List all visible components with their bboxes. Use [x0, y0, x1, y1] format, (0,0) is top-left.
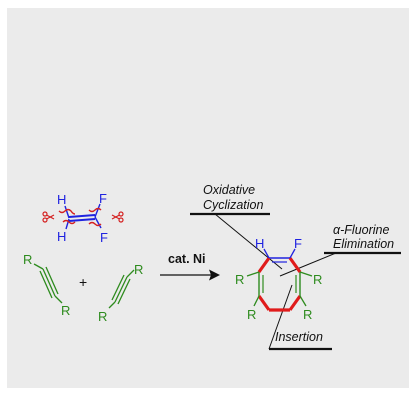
alkene-bond-f-top: [94, 203, 101, 218]
scheme-panel: H H F F + R R: [7, 8, 409, 388]
new-bond-bottom-left: [257, 295, 271, 311]
atom-f-bottom: F: [100, 230, 108, 245]
new-bond-top-right: [288, 257, 302, 273]
alkyne-right: [108, 269, 135, 309]
sub-bond-r-bottom-right: [299, 295, 307, 307]
alkyne-left-r-top: R: [23, 252, 32, 267]
new-bond-bottom-right: [288, 295, 302, 311]
label-insertion: Insertion: [275, 330, 323, 344]
scissors-icon: [42, 211, 55, 223]
reaction-scheme: H H F F + R R: [23, 183, 401, 351]
label-elimination: Elimination: [333, 237, 394, 251]
alkene-bond-f-bottom: [94, 216, 102, 229]
alkyne-right-r-top: R: [134, 262, 143, 277]
plus-sign: +: [79, 274, 87, 290]
product-atom-f: F: [294, 236, 302, 251]
difluoroethylene: H H F F: [42, 191, 124, 245]
annotation-leaders: [190, 212, 401, 351]
product-ring: H F R R R R: [235, 236, 322, 322]
sub-bond-h: [263, 248, 270, 259]
alkyne-left: [33, 263, 63, 304]
label-cyclization: Cyclization: [203, 198, 263, 212]
arrow-head-icon: [209, 269, 220, 281]
alkyne-right-r-bottom: R: [98, 309, 107, 324]
new-bond-top-left: [257, 257, 271, 273]
alkene-double-bond-2: [68, 218, 96, 222]
oxidative-leader: [214, 213, 283, 270]
scissors-icon: [111, 211, 124, 223]
product-r-right: R: [313, 272, 322, 287]
product-r-bottom-right: R: [303, 307, 312, 322]
sub-bond-f: [289, 248, 296, 259]
alkyne-right-sub-bottom: [108, 301, 116, 309]
alkyne-right-triple-3: [111, 274, 125, 301]
alkyne-left-triple-2: [45, 266, 59, 295]
product-atom-h: H: [255, 236, 264, 251]
alkyne-left-sub-top: [33, 263, 44, 270]
product-r-left: R: [235, 272, 244, 287]
alkene-bond-h-top: [64, 205, 70, 219]
alkyne-left-r-bottom: R: [61, 303, 70, 318]
sub-bond-r-right: [299, 271, 313, 277]
sub-bond-r-bottom-left: [253, 295, 260, 307]
atom-h-top: H: [57, 192, 66, 207]
alkene-double-bond-1: [68, 214, 96, 218]
alkyne-right-triple-2: [117, 278, 131, 305]
alkyne-left-sub-bottom: [54, 295, 63, 304]
alkyne-right-sub-top: [126, 269, 135, 278]
reaction-arrow: [160, 269, 220, 281]
product-r-bottom-left: R: [247, 307, 256, 322]
cleavage-wave-right: [88, 207, 102, 227]
label-alpha-fluorine: α-Fluorine: [333, 223, 389, 237]
insertion-leader: [268, 284, 293, 350]
alkyne-left-triple-3: [39, 270, 53, 299]
alpha-leader: [279, 252, 337, 277]
catalyst-label: cat. Ni: [168, 252, 206, 266]
cleavage-wave-left: [58, 208, 76, 225]
atom-f-top: F: [99, 191, 107, 206]
atom-h-bottom: H: [57, 229, 66, 244]
alkyne-left-triple-1: [42, 268, 56, 297]
sub-bond-r-left: [246, 271, 260, 277]
label-oxidative: Oxidative: [203, 183, 255, 197]
alkyne-right-triple-1: [114, 276, 128, 303]
